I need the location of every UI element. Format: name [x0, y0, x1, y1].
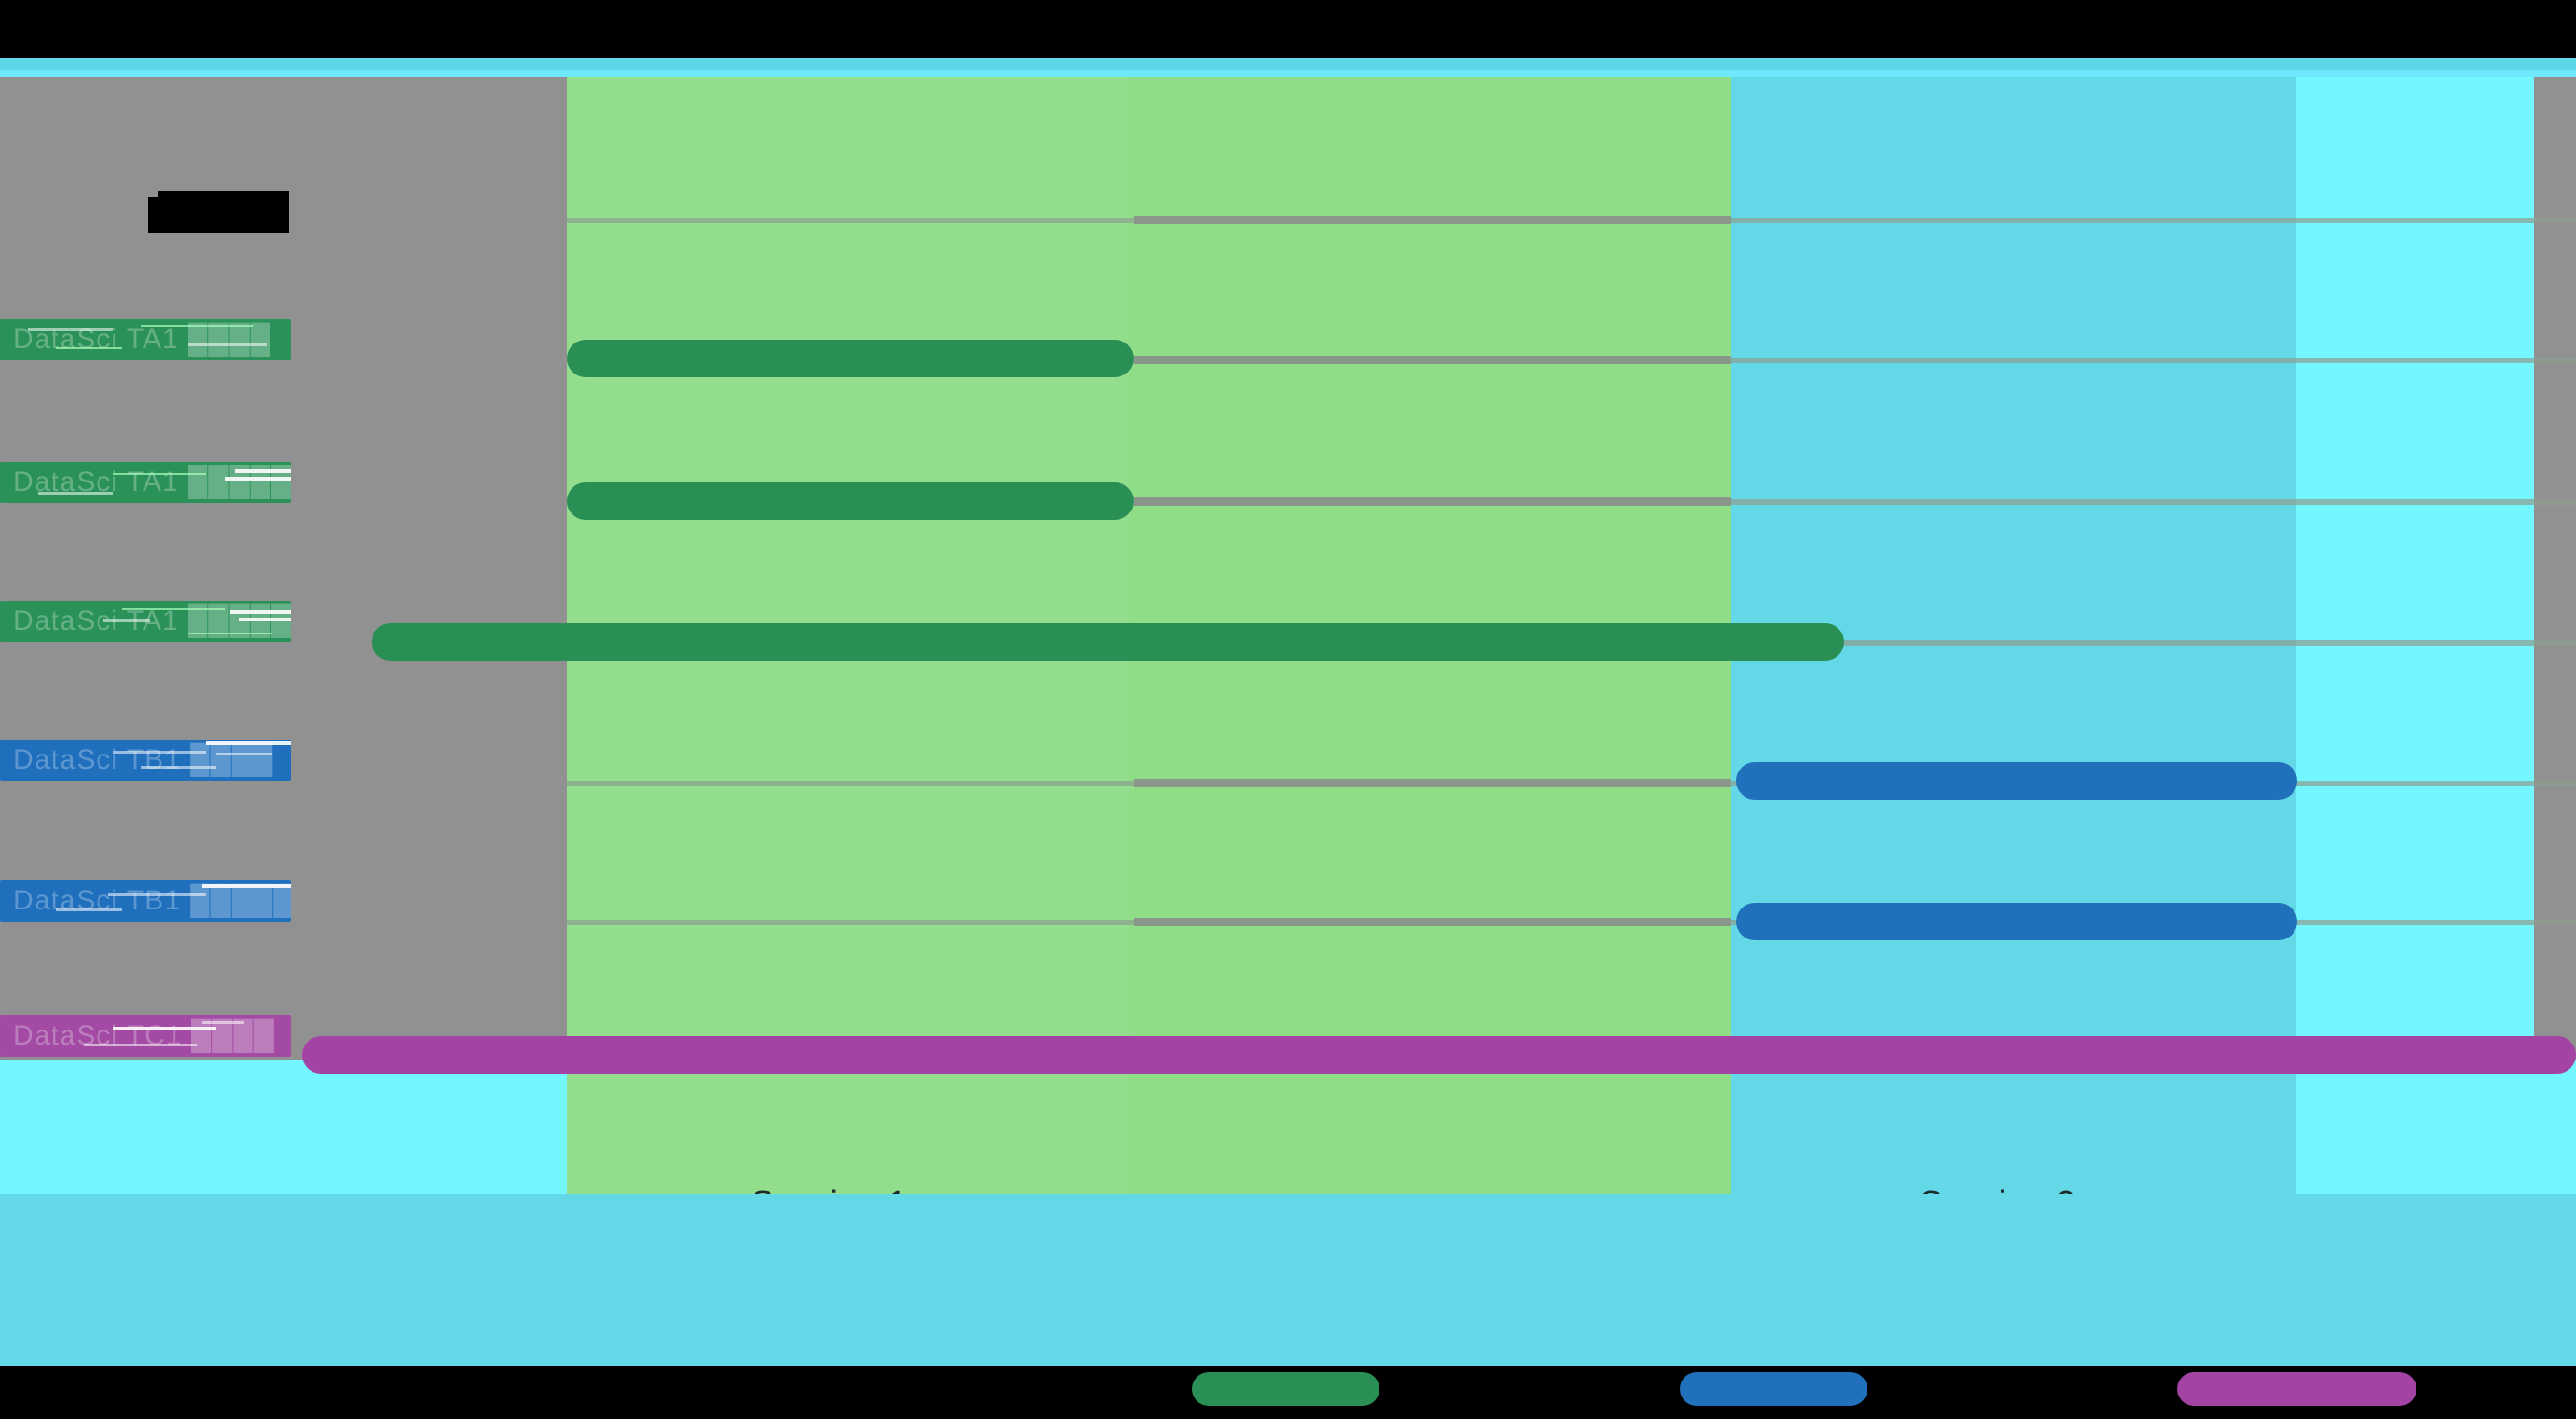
- gridline-4: [567, 781, 1134, 786]
- gantt-bar-row-1[interactable]: [567, 482, 1134, 520]
- legend-swatch-blue: [1680, 1372, 1867, 1406]
- legend-swatch-green: [1192, 1372, 1379, 1406]
- session-1-caption: Session 1: [751, 1184, 907, 1194]
- plot-area: DataSci TA1 ████ DataSci TA1 █████ DataS…: [0, 77, 2576, 1194]
- gridline-5b: [1134, 918, 1731, 926]
- row-label-4-text: DataSci TB1 █████: [13, 885, 291, 916]
- session-band-2b: [2296, 77, 2576, 1194]
- footer-cyan-band: [0, 1060, 567, 1194]
- gridline-0b: [1134, 216, 1731, 224]
- gridline-5: [567, 920, 1134, 925]
- row-label-1[interactable]: DataSci TA1 █████: [0, 462, 291, 503]
- row-label-2[interactable]: DataSci TA1 ██████: [0, 601, 291, 642]
- gantt-bar-row-0[interactable]: [567, 340, 1134, 377]
- lower-cyan-panel: [0, 1194, 2576, 1372]
- gridline-0: [567, 218, 1134, 223]
- legend-item-magenta[interactable]: [2177, 1366, 2416, 1419]
- right-gutter: [2534, 77, 2576, 1060]
- row-label-5-text: DataSci TC1 ████: [13, 1020, 275, 1051]
- row-label-3-text: DataSci TB1 ████: [13, 744, 274, 775]
- legend-swatch-magenta: [2177, 1372, 2416, 1406]
- gridline-1b: [1134, 356, 1731, 364]
- top-accent-strip-light: [0, 70, 2576, 79]
- legend: [0, 1366, 2576, 1419]
- row-label-3[interactable]: DataSci TB1 ████: [0, 740, 291, 781]
- row-label-4[interactable]: DataSci TB1 █████: [0, 880, 291, 922]
- session-2-caption: Session 2: [1919, 1184, 2076, 1194]
- row-label-0[interactable]: DataSci TA1 ████: [0, 319, 291, 360]
- gridline-4b: [1134, 779, 1731, 787]
- gantt-bar-row-3[interactable]: [1736, 762, 2297, 800]
- gantt-bar-row-5[interactable]: [302, 1036, 2576, 1074]
- gantt-bar-row-4[interactable]: [1736, 903, 2297, 940]
- legend-item-green[interactable]: [1192, 1366, 1379, 1419]
- gridline-0c: [1731, 218, 2576, 223]
- gridline-3c: [1731, 640, 2576, 646]
- gantt-bar-row-2[interactable]: [372, 623, 1844, 661]
- column-header-redaction-body: [148, 197, 289, 233]
- row-label-5[interactable]: DataSci TC1 ████: [0, 1015, 291, 1057]
- gridline-1c: [1731, 358, 2576, 363]
- legend-item-blue[interactable]: [1680, 1366, 1867, 1419]
- gridline-2c: [1731, 499, 2576, 505]
- gridline-2b: [1134, 497, 1731, 506]
